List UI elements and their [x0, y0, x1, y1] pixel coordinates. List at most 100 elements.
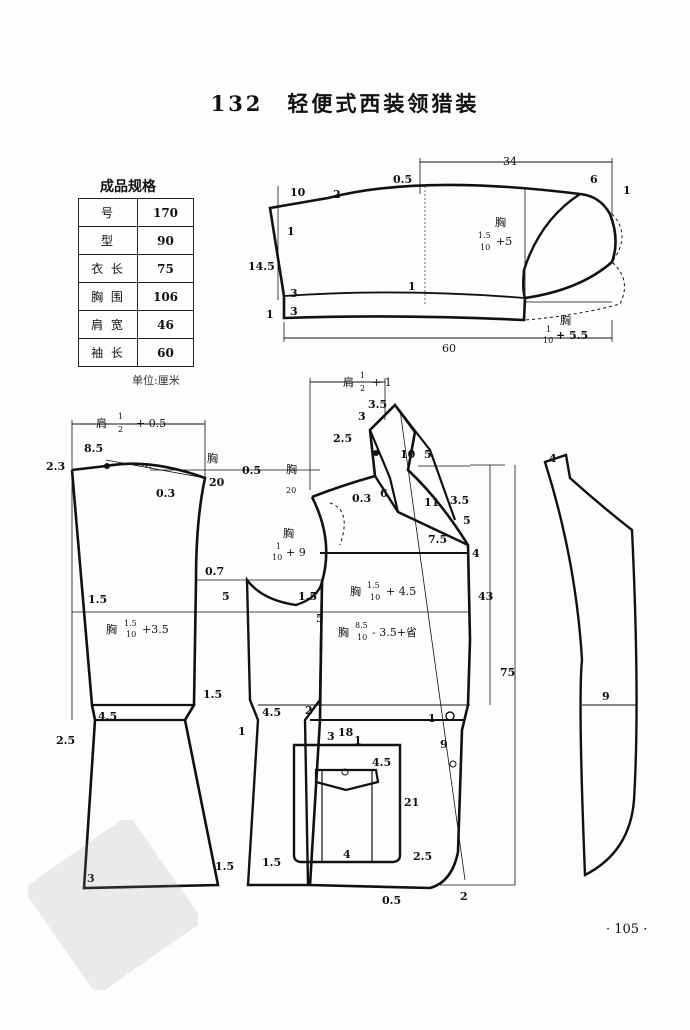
- spec-label: 胸 围: [78, 282, 138, 311]
- front-v4b: 4: [343, 848, 351, 861]
- sleeve-chest-den: 10: [480, 243, 490, 252]
- sleeve-chest-num: 1.5: [478, 231, 491, 240]
- back-sh-plus: + 0.5: [136, 417, 166, 430]
- unit-note: 单位:厘米: [132, 374, 180, 387]
- pocket-flap: [314, 768, 380, 792]
- front-c4-plus: + 4.5: [386, 585, 416, 598]
- front-chest: 胸: [286, 462, 297, 476]
- collar-outline: [543, 453, 638, 877]
- spec-value: 60: [137, 338, 194, 367]
- front-v1_5-bottom: 1.5: [262, 856, 281, 869]
- back-ch-den: 10: [126, 630, 136, 639]
- front-outline: [308, 403, 472, 890]
- sleeve-v1-left: 1: [287, 225, 295, 238]
- front-v7_5: 7.5: [428, 533, 447, 546]
- back-v2_3: 2.3: [46, 460, 65, 473]
- front-chest5: 胸: [338, 625, 349, 639]
- front-v2_5: 2.5: [333, 432, 352, 445]
- front-sh-num: 1: [360, 371, 365, 380]
- front-v2_5b: 2.5: [413, 850, 432, 863]
- front-v4_5b: 4.5: [372, 756, 391, 769]
- back-labels: 肩 1 2 + 0.5 8.5 2.3 胸 0.3 20 0.5 0.7 1.5…: [46, 412, 261, 885]
- back-sh-den: 2: [118, 425, 123, 434]
- sleeve-chest-plus: +5: [496, 235, 512, 248]
- front-c3-den: 10: [272, 553, 282, 562]
- sleeve-v1-mid: 1: [408, 280, 416, 293]
- front-v9: 9: [440, 738, 448, 751]
- sleeve-under-curve: [283, 291, 526, 299]
- sleeve-cuff-num: 1: [546, 325, 551, 334]
- front-collar: [368, 404, 457, 521]
- back-ch-plus: +3.5: [142, 623, 169, 636]
- collar-pattern: [543, 453, 638, 877]
- spec-value: 75: [137, 254, 194, 283]
- front-v21: 21: [404, 796, 419, 809]
- sleeve-cuff-plus: + 5.5: [556, 329, 588, 342]
- front-v4: 4: [472, 547, 480, 560]
- front-chest4: 胸: [350, 584, 361, 598]
- front-v0_3: 0.3: [352, 492, 371, 505]
- sleeve-v0_5: 0.5: [393, 173, 412, 186]
- front-v5b: 5: [463, 514, 471, 527]
- front-c5-plus: - 3.5+省: [372, 626, 417, 639]
- front-v3b: 3: [327, 730, 335, 743]
- side-panel-pattern: [196, 576, 470, 887]
- front-v1_5: 1.5: [298, 590, 317, 603]
- front-v6: 6: [380, 487, 388, 500]
- spec-heading: 成品规格: [100, 179, 156, 195]
- back-sh-num: 1: [118, 412, 123, 421]
- sleeve-cuff-chest: 胸: [560, 313, 571, 327]
- front-chest-den: 20: [286, 486, 296, 495]
- collar-v4: 4: [549, 452, 557, 465]
- front-v3_5: 3.5: [368, 398, 387, 411]
- pocket-outline: [292, 743, 402, 864]
- sleeve-length: 60: [442, 342, 456, 355]
- front-c4-num: 1.5: [367, 581, 380, 590]
- front-pattern: [308, 378, 516, 890]
- sleeve-v3-bottom: 3: [290, 305, 298, 318]
- front-c3-num: 1: [276, 542, 281, 551]
- back-v20: 20: [209, 476, 225, 489]
- front-c4-den: 10: [370, 593, 380, 602]
- front-v1c: 1: [428, 712, 436, 725]
- sleeve-v1-bottom: 1: [266, 308, 274, 321]
- sleeve-v6: 6: [590, 173, 598, 186]
- back-v5: 5: [222, 590, 230, 603]
- spec-value: 46: [137, 310, 194, 339]
- front-shoulder: 肩: [343, 375, 354, 389]
- back-chest2: 胸: [106, 622, 117, 636]
- sleeve-cap-curve: [522, 192, 581, 299]
- front-v0_5: 0.5: [382, 894, 401, 907]
- spec-value: 90: [137, 226, 194, 255]
- back-v0_5: 0.5: [242, 464, 261, 477]
- front-v18: 18: [338, 726, 354, 739]
- sleeve-outline: [268, 183, 617, 322]
- sleeve-chest-char: 胸: [495, 215, 506, 229]
- page-number: · 105 ·: [606, 922, 648, 937]
- front-v2: 2: [305, 704, 313, 717]
- back-v1: 1: [238, 725, 246, 738]
- back-v3: 3: [87, 872, 95, 885]
- front-v1b: 1: [354, 734, 362, 747]
- front-v5: 5: [424, 448, 432, 461]
- watermark-seal-icon: [28, 820, 198, 990]
- spec-label: 号: [78, 198, 138, 227]
- front-c5-den: 10: [357, 633, 367, 642]
- back-chest: 胸: [207, 451, 218, 465]
- front-v11: 11: [424, 496, 439, 509]
- back-neck-point: [104, 463, 110, 469]
- front-v4_5: 4.5: [262, 706, 281, 719]
- back-ch-num: 1.5: [124, 619, 137, 628]
- front-chest3: 胸: [283, 526, 294, 540]
- back-v4_5: 4.5: [98, 710, 117, 723]
- sleeve-v14_5: 14.5: [248, 260, 275, 273]
- back-v1_5: 1.5: [88, 593, 107, 606]
- front-v3_5b: 3.5: [450, 494, 469, 507]
- spec-value: 170: [137, 198, 194, 227]
- back-pattern: [70, 420, 320, 890]
